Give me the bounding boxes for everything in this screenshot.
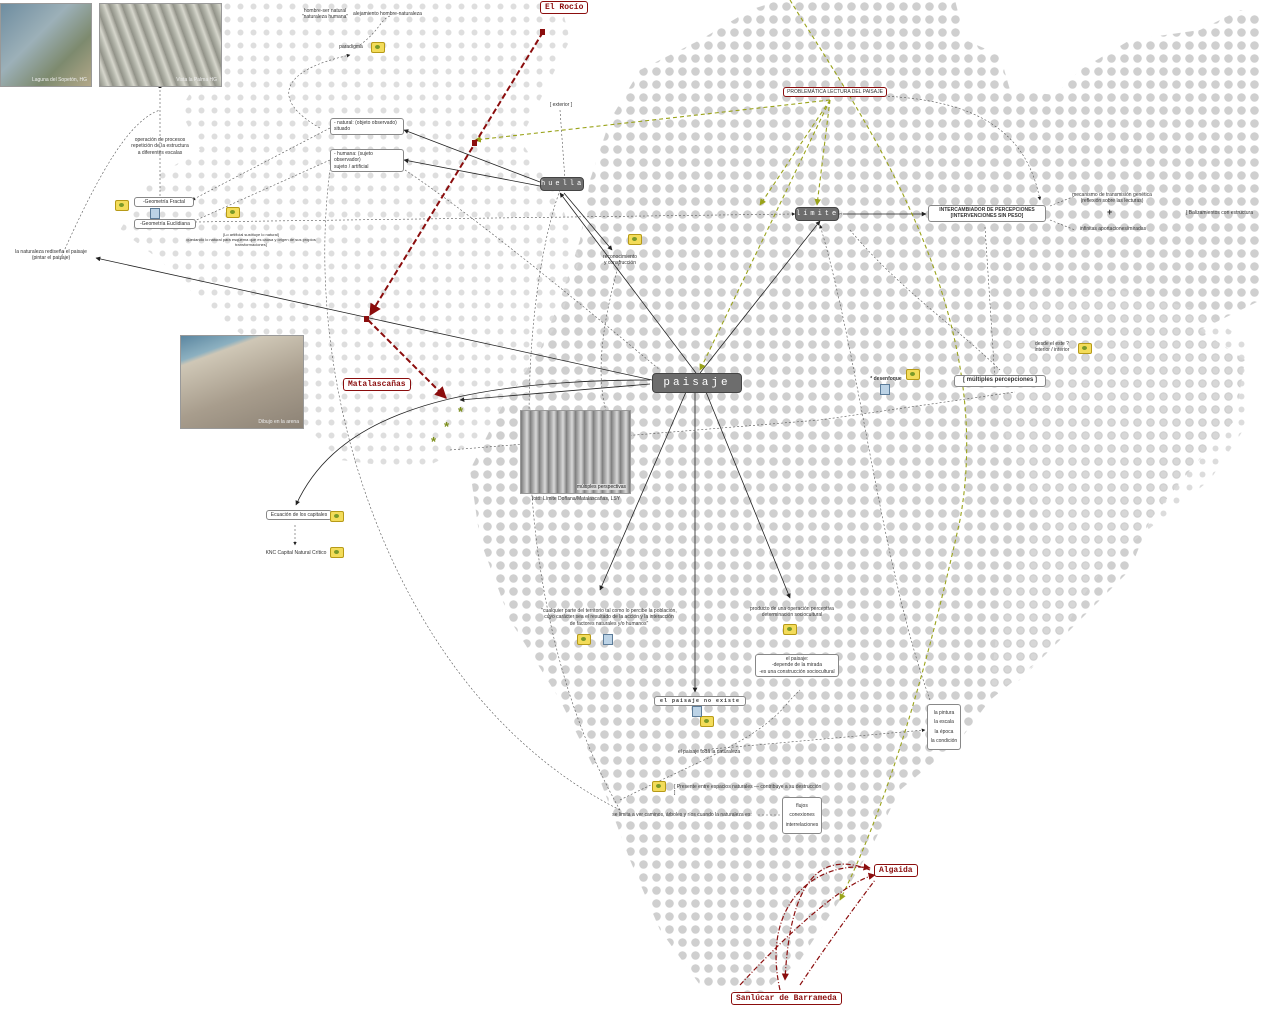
- note-icon[interactable]: [226, 207, 240, 218]
- node-problematica[interactable]: PROBLEMÁTICA LECTURA DEL PAISAJE: [783, 87, 887, 98]
- document-icon[interactable]: [880, 384, 890, 395]
- note-icon[interactable]: [652, 781, 666, 792]
- photo-vista-caption: Vista la Palma HG: [176, 77, 217, 83]
- node-mecanismo[interactable]: mecanismo de transmisión genética (refle…: [1072, 192, 1152, 205]
- node-flujos: flujos: [796, 803, 808, 809]
- node-naturaleza-rediseña[interactable]: la naturaleza rediseña el paisaje (pinta…: [15, 249, 87, 262]
- node-hombre-natural[interactable]: hombre-ser natural "naturaleza humana": [301, 8, 349, 21]
- node-producto[interactable]: producto de una operación perceptiva det…: [750, 606, 834, 619]
- node-interrelaciones: interrelaciones: [785, 821, 819, 828]
- node-factors-group[interactable]: la pintura la escala la época la condici…: [927, 704, 961, 750]
- olive-connectors: [474, 0, 968, 901]
- node-la-condicion: la condición: [930, 737, 958, 744]
- note-icon[interactable]: [330, 511, 344, 522]
- note-icon[interactable]: [906, 369, 920, 380]
- node-artificial-note: [Lo artificial sustituye lo natural] que…: [186, 232, 316, 247]
- dotted-map-shape: [120, 0, 1261, 995]
- node-se-limita[interactable]: se limita a ver caminos, árboles y ríos …: [612, 812, 752, 818]
- node-reconocimiento[interactable]: reconocimiento y construcción: [603, 254, 637, 267]
- place-matalascanas[interactable]: Matalascañas: [343, 378, 411, 391]
- document-icon[interactable]: [150, 208, 160, 219]
- node-intercambiador[interactable]: INTERCAMBIADOR DE PERCEPCIONES [INTERVEN…: [928, 205, 1046, 222]
- photo-dibujo-arena: Dibujo en la arena: [180, 335, 304, 429]
- node-knc[interactable]: KNC Capital Natural Crítico: [265, 550, 327, 556]
- hub-limites[interactable]: límites: [795, 207, 843, 221]
- hub-huellas[interactable]: huellas: [540, 177, 588, 191]
- node-el-paisaje-no-existe[interactable]: el paisaje no existe: [654, 696, 746, 707]
- node-la-escala: la escala: [934, 719, 954, 726]
- plus-sign: +: [1107, 207, 1113, 217]
- note-icon[interactable]: [371, 42, 385, 53]
- node-exterior: [ exterior ]: [549, 102, 573, 108]
- node-la-pintura: la pintura: [933, 710, 955, 716]
- photo-fence: múltiples perspectivas: [520, 410, 631, 494]
- document-icon[interactable]: [603, 634, 613, 645]
- asterisk-marker: *: [431, 434, 437, 449]
- node-desde-interior[interactable]: desde el este ? interior / interior: [1034, 341, 1070, 354]
- node-presente[interactable]: [ Presente entre espacios naturales — co…: [674, 784, 822, 797]
- node-ecuacion[interactable]: Ecuación de los capitales: [266, 510, 332, 521]
- node-cualquier-parte[interactable]: "cualquier parte del territorio tal como…: [541, 608, 677, 627]
- asterisk-marker: *: [444, 419, 450, 434]
- node-geometria-euclidiana[interactable]: -Geometría Euclidiana: [134, 219, 196, 230]
- red-midpoint-marker: [472, 140, 477, 146]
- node-paradigma[interactable]: paradigma: [339, 44, 363, 50]
- note-icon[interactable]: [1078, 343, 1092, 354]
- photo-vista: Vista la Palma HG: [99, 3, 222, 87]
- node-operacion-procesos[interactable]: operación de procesos repetición de la e…: [131, 137, 189, 156]
- place-el-rocio[interactable]: El Rocío: [540, 1, 589, 14]
- red-connectors: [367, 31, 876, 991]
- node-la-epoca: la época: [934, 728, 954, 735]
- note-icon[interactable]: [783, 624, 797, 635]
- note-icon[interactable]: [700, 716, 714, 727]
- el-rocio-node-marker: [540, 29, 545, 35]
- place-algaida[interactable]: Algaida: [874, 864, 918, 877]
- hub-paisaje[interactable]: paisaje: [652, 373, 742, 393]
- asterisk-marker: *: [458, 404, 464, 419]
- node-el-paisaje-depende[interactable]: el paisaje: -depende de la mirada -es un…: [755, 654, 839, 677]
- photo-fence-label: múltiples perspectivas: [576, 484, 626, 490]
- photo-laguna-caption: Laguna del Sopetón, HG: [31, 77, 87, 83]
- note-icon[interactable]: [628, 234, 642, 245]
- node-infinitas[interactable]: infinitas aportaciones/miradas: [1079, 226, 1147, 232]
- node-alejamiento[interactable]: alejamiento hombre-naturaleza: [353, 11, 422, 17]
- place-sanlucar[interactable]: Sanlúcar de Barrameda: [731, 992, 842, 1005]
- matalascanas-node-marker: [364, 316, 369, 322]
- node-paisaje-toda[interactable]: el paisaje toda la naturaleza: [677, 749, 741, 755]
- solid-connectors: [95, 129, 927, 693]
- node-conexiones: conexiones: [789, 812, 815, 819]
- photo-fence-caption: fotó: Límite Doñana/Matalascañas, LSY: [531, 496, 621, 502]
- node-flujos-group[interactable]: flujos conexiones interrelaciones: [782, 797, 822, 834]
- node-multiples[interactable]: [ múltiples percepciones ]: [954, 375, 1046, 387]
- photo-dibujo-caption: Dibujo en la arena: [258, 419, 299, 425]
- photo-laguna: Laguna del Sopetón, HG: [0, 3, 92, 87]
- node-balizamientos[interactable]: [ Balizamientos con estructura: [1186, 210, 1253, 216]
- note-icon[interactable]: [577, 634, 591, 645]
- dashed-connectors: [59, 15, 1076, 816]
- node-humana[interactable]: - humana: (sujeto observador) sujeto / a…: [330, 149, 404, 172]
- node-natural[interactable]: - natural: (objeto observado) situado: [330, 118, 404, 135]
- node-geometria-fractal[interactable]: -Geometría Fractal: [134, 197, 194, 208]
- note-icon[interactable]: [115, 200, 129, 211]
- node-desenfoque[interactable]: * desenfoque: [870, 376, 902, 382]
- note-icon[interactable]: [330, 547, 344, 558]
- document-icon[interactable]: [692, 706, 702, 717]
